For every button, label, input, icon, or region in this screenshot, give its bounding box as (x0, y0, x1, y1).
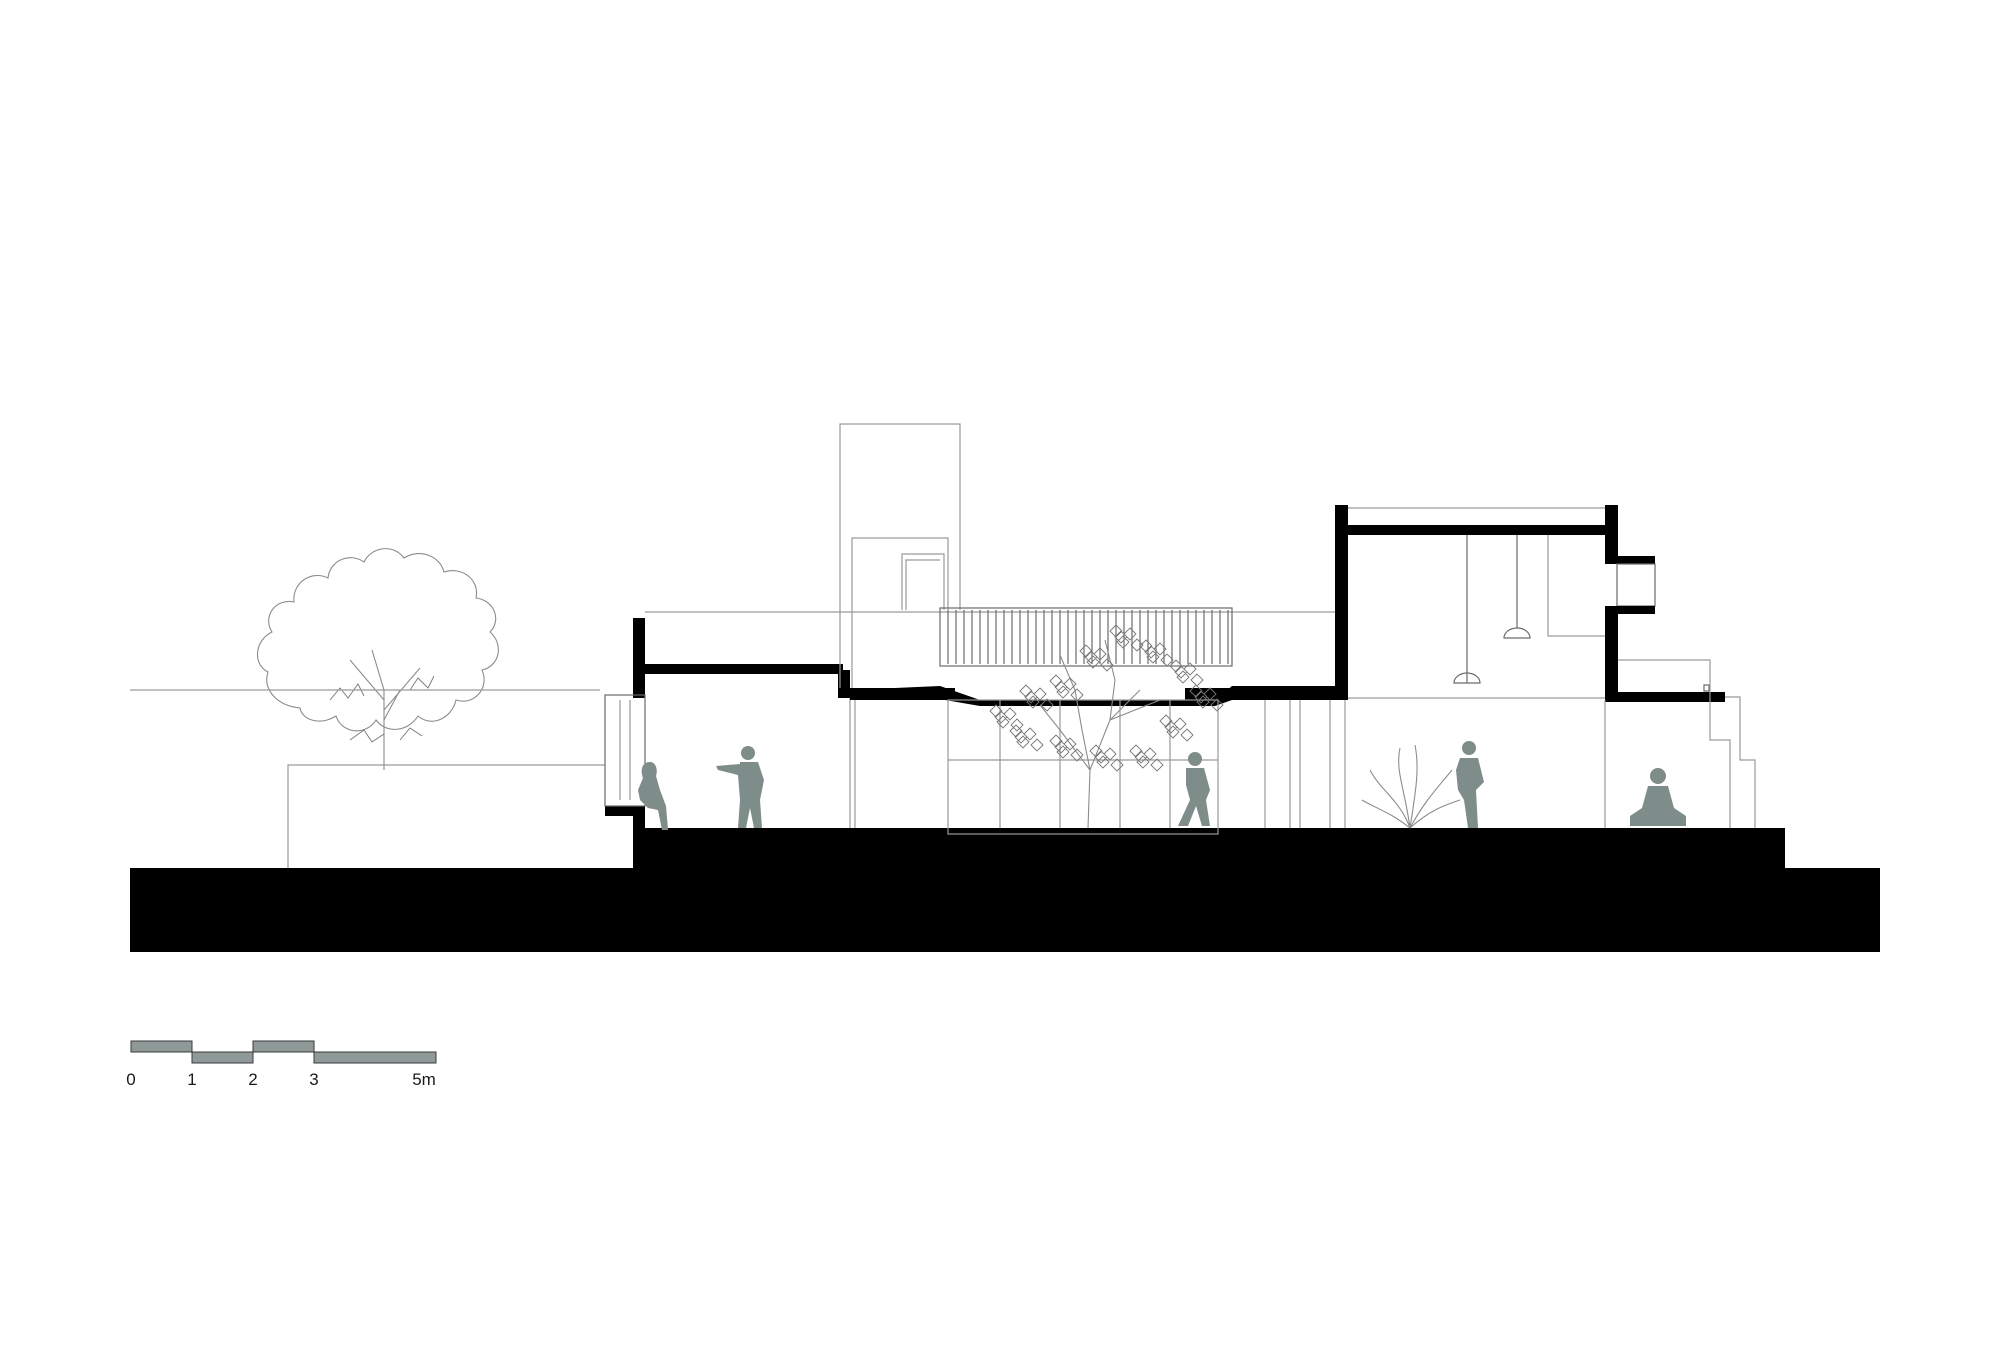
person-seated-floor (1630, 768, 1686, 826)
pendant-lamps (1453, 535, 1531, 684)
tree-outline-left (130, 548, 600, 770)
tower-volume (839, 423, 961, 828)
courtyard-tree (989, 624, 1224, 829)
person-gesturing (716, 746, 764, 828)
person-walking (1178, 752, 1210, 826)
courtyard-screen (850, 607, 1340, 706)
scale-label-1: 1 (187, 1070, 196, 1089)
shrub-right (1361, 744, 1461, 829)
scale-label-2: 2 (248, 1070, 257, 1089)
scale-label-0: 0 (126, 1070, 135, 1089)
person-leaning (1456, 741, 1484, 828)
scale-bar: 0 1 2 3 5m (126, 1040, 437, 1089)
garden-wall (287, 764, 605, 868)
middle-building-section (1264, 700, 1331, 828)
right-building-section (1335, 505, 1756, 828)
ground-section (130, 828, 1880, 952)
person-sitting-window (638, 762, 668, 830)
scale-label-5m: 5m (412, 1070, 436, 1089)
scale-label-3: 3 (309, 1070, 318, 1089)
